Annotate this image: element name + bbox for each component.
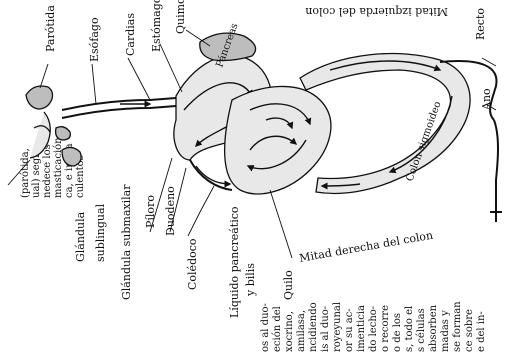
text-line: eción del xyxy=(272,306,283,352)
text-line: absorben xyxy=(428,304,439,352)
text-line: imenticia xyxy=(356,305,367,352)
label-glandula-submaxilar: Glándula submaxilar xyxy=(120,184,133,300)
text-line: e del in- xyxy=(476,311,487,352)
label-quimo: Quimo xyxy=(174,0,187,34)
label-colon-derecho: Mitad derecha del colon xyxy=(298,229,434,265)
leader-line xyxy=(92,64,96,104)
text-line: xocrino, xyxy=(284,311,295,352)
sublingual-gland-shape xyxy=(56,127,71,140)
label-ano: Ano xyxy=(480,88,493,111)
text-line: ce sobre xyxy=(464,309,475,352)
text-block-left: (parótida, ual) segre- nedece los mastic… xyxy=(20,137,86,198)
text-line: is al duo- xyxy=(320,306,331,352)
text-block-bottom: os al duo- eción del xocrino, amilasa, n… xyxy=(260,301,487,352)
label-cardias: Cardias xyxy=(124,13,137,56)
label-bilis: y bilis xyxy=(244,263,257,297)
leader-line xyxy=(40,64,48,88)
small-intestine xyxy=(225,86,331,193)
text-line: s células xyxy=(416,308,427,352)
leader-line xyxy=(160,44,182,92)
parotid-gland-shape xyxy=(26,86,53,109)
text-line: se forman xyxy=(452,301,463,352)
label-coledoco: Colédoco xyxy=(186,238,199,290)
text-line: o recorre xyxy=(380,305,391,352)
text-line: or su ac- xyxy=(344,308,355,352)
label-parotida: Parótida xyxy=(44,5,57,52)
text-line: do lecho- xyxy=(368,306,379,352)
text-line: nedece los xyxy=(42,144,53,198)
leader-line xyxy=(128,58,150,100)
label-piloro: Píloro xyxy=(144,195,157,228)
text-line: masticación xyxy=(53,137,64,198)
label-glandula: Glándula xyxy=(74,211,87,262)
rectum-tube xyxy=(494,120,498,212)
anus-mark xyxy=(490,212,502,222)
esophagus-tube-lower xyxy=(62,106,176,118)
label-colon-izquierdo: Mitad izquierda del colon xyxy=(305,5,448,18)
label-liquido-pancreatico: Líquido pancreático xyxy=(228,206,241,318)
leader-line xyxy=(188,186,214,236)
label-recto: Recto xyxy=(474,8,487,40)
label-sublingual: sublingual xyxy=(94,203,107,262)
text-line: os al duo- xyxy=(260,303,271,352)
text-line: ncidiendo xyxy=(308,302,319,352)
text-line: madas y xyxy=(440,310,451,352)
text-line: (parótida, xyxy=(20,148,31,198)
text-line: royeyunal xyxy=(332,302,343,352)
text-line: o de los xyxy=(392,313,403,352)
colon xyxy=(300,54,502,222)
label-estomago: Estómago xyxy=(150,0,163,52)
text-line: amilasa, xyxy=(296,310,307,352)
leader-line xyxy=(270,190,292,258)
label-esofago: Esófago xyxy=(88,17,101,62)
small-intestine-shape xyxy=(225,86,331,193)
label-duodeno: Duodeno xyxy=(164,186,177,236)
text-line: s, todo el xyxy=(404,306,415,352)
label-quilo: Quilo xyxy=(282,270,295,300)
